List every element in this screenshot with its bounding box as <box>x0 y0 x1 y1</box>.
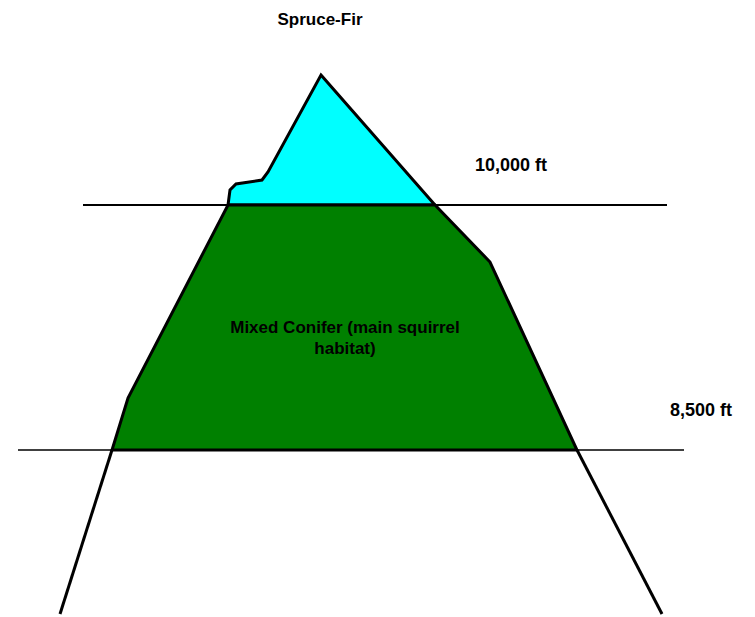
zone-fill <box>228 75 435 205</box>
zone-heading: Spruce-Fir <box>277 10 362 30</box>
zone-label: Mixed Conifer (main squirrel habitat) <box>225 318 465 359</box>
mountain-slope <box>60 450 112 614</box>
mountain-slope <box>577 450 662 614</box>
elevation-label: 8,500 ft <box>670 400 732 420</box>
vegetation-zone: Spruce-Fir <box>190 6 450 205</box>
elevation-label: 10,000 ft <box>475 155 547 175</box>
zone-fill <box>112 205 577 450</box>
zone-outline <box>190 6 450 205</box>
elevation-label-holder: 8,500 ft <box>670 400 732 421</box>
habitat-zone: Mixed Conifer (main squirrel habitat) <box>100 205 590 450</box>
elevation-label-holder: 10,000 ft <box>475 155 547 176</box>
